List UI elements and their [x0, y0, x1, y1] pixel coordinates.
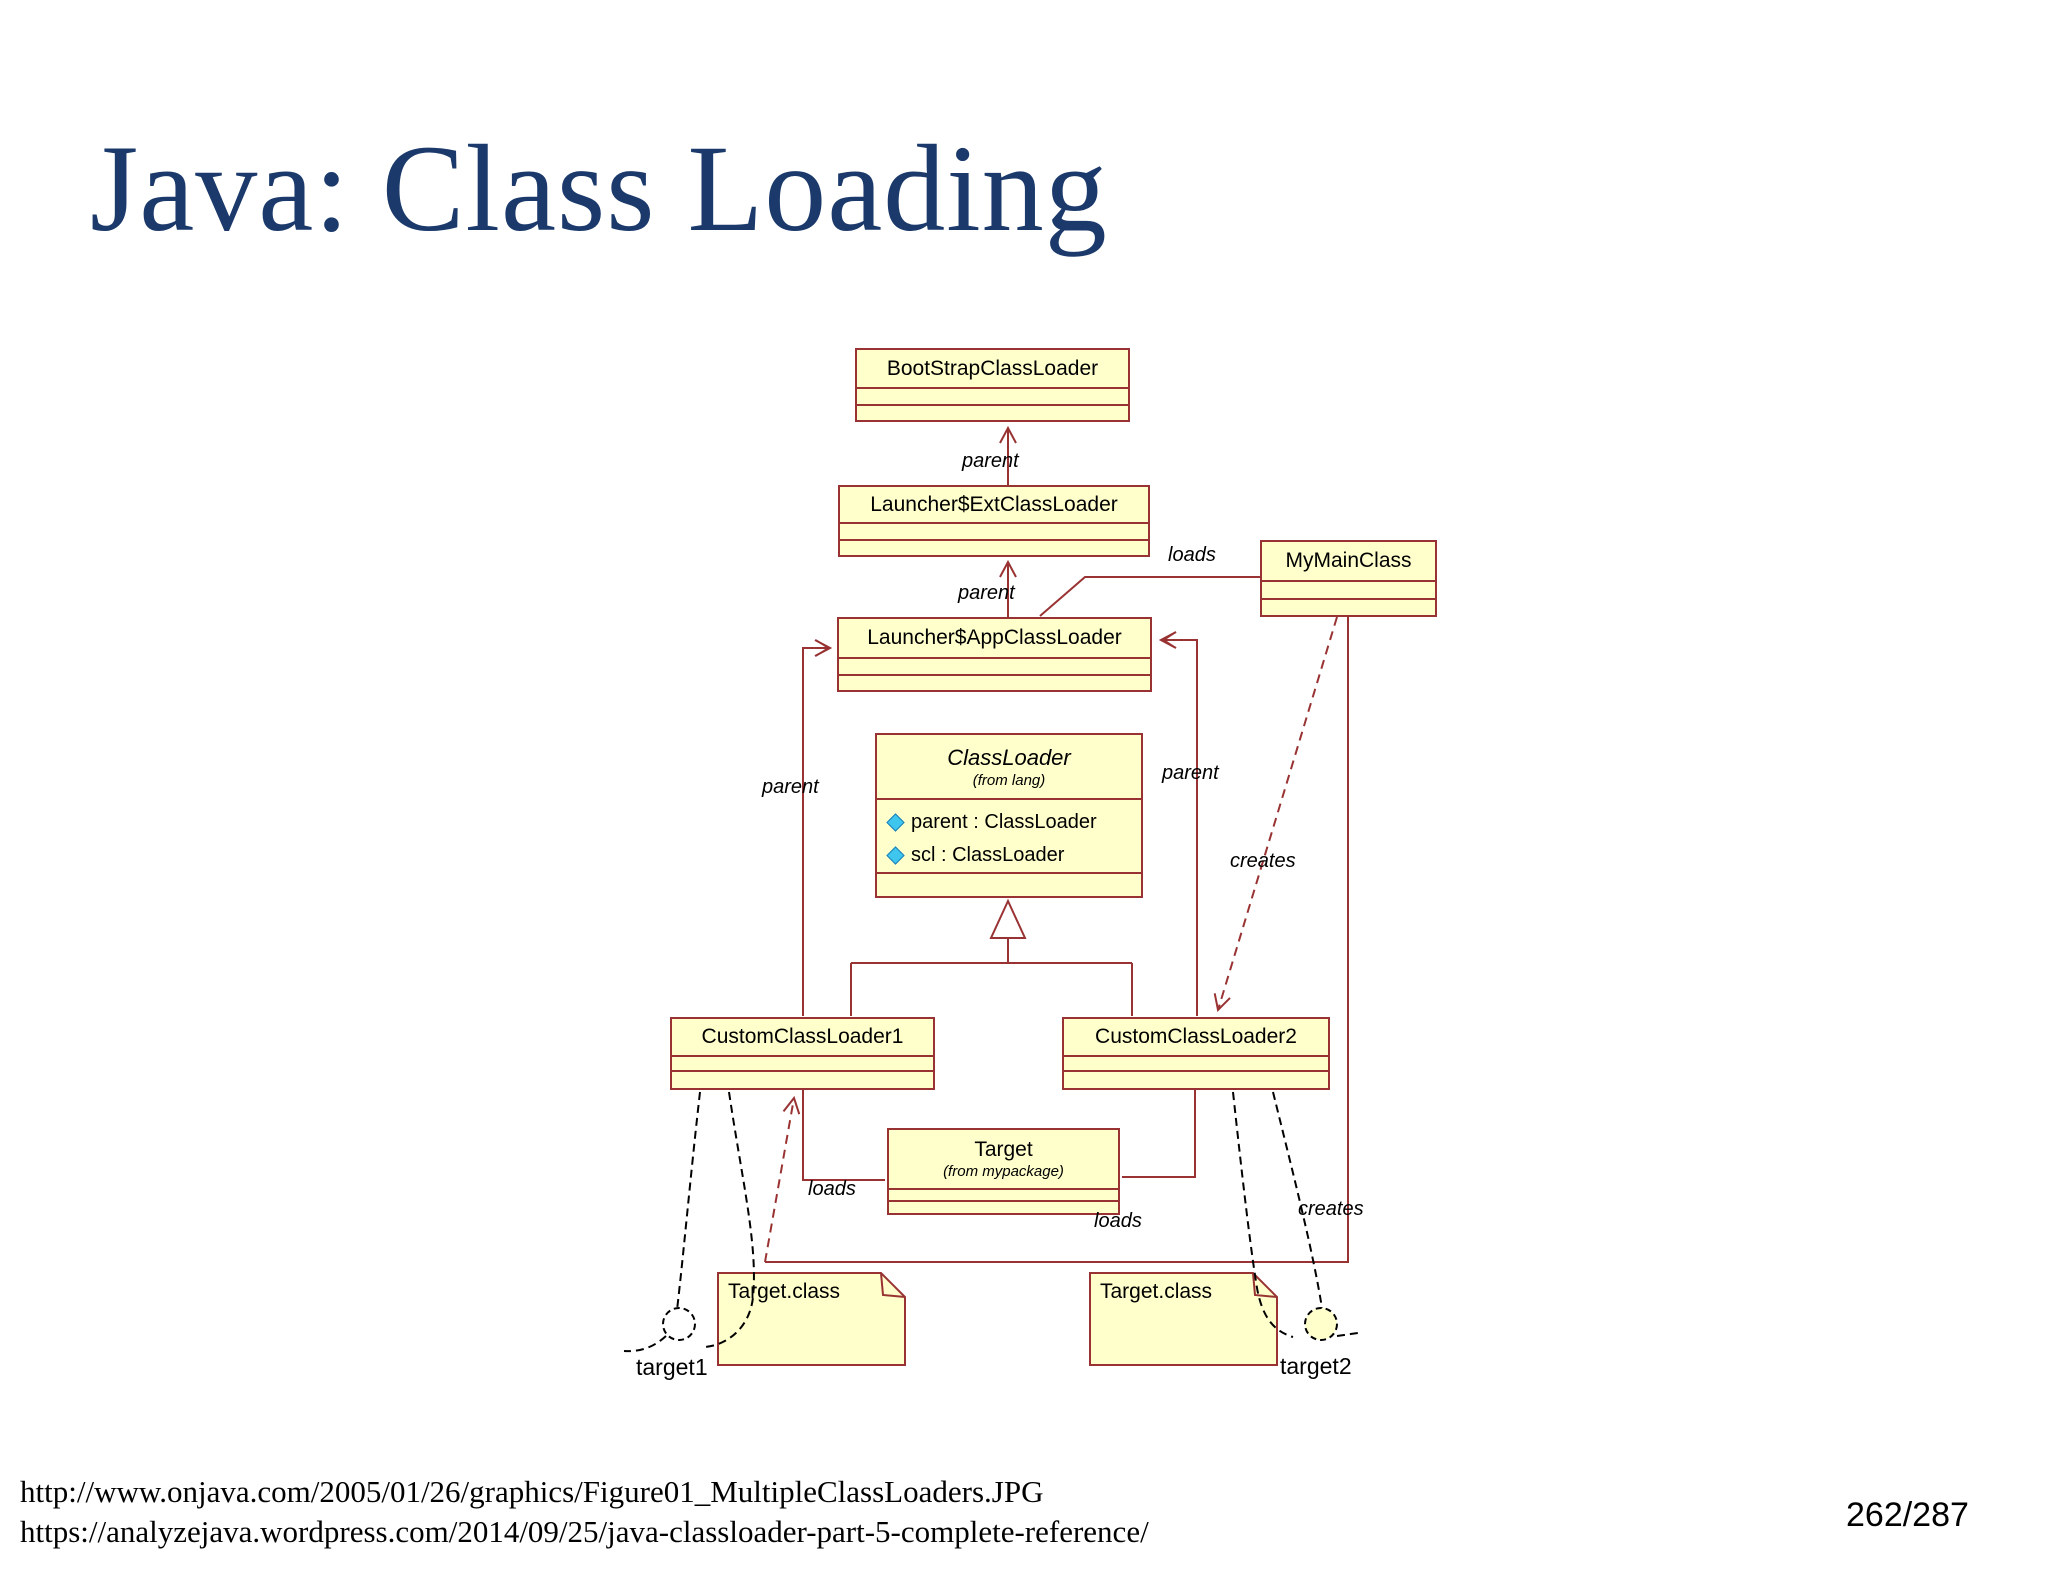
instance-circle-target1 — [662, 1307, 696, 1341]
class-attrs-empty — [672, 1057, 933, 1072]
class-attributes: parent : ClassLoader scl : ClassLoader — [877, 800, 1141, 874]
generalization-triangle — [989, 898, 1027, 939]
class-attrs-empty — [839, 659, 1150, 676]
class-name: Launcher$AppClassLoader — [839, 619, 1150, 659]
edge-creates-mymain-to-ccl2 — [1218, 616, 1338, 1010]
class-box-bootstrapclassloader: BootStrapClassLoader — [855, 348, 1130, 422]
page-number: 262/287 — [1846, 1496, 1969, 1534]
edge-loads-ccl2-to-target — [1122, 1090, 1196, 1178]
note-right-fold-icon — [1252, 1272, 1278, 1298]
anchor-ccl2-to-target2 — [1272, 1091, 1323, 1309]
attribute-diamond-icon — [886, 813, 905, 832]
class-box-target: Target (from mypackage) — [887, 1128, 1120, 1215]
attribute-diamond-icon — [886, 846, 905, 865]
edge-label-loads: loads — [1168, 544, 1216, 566]
class-attrs-empty — [857, 389, 1128, 406]
anchor-ccl1-to-target1 — [676, 1091, 701, 1311]
note-target-class-right — [1089, 1272, 1278, 1366]
note-label-target-class: Target.class — [728, 1280, 841, 1303]
attribute-row: parent : ClassLoader — [886, 806, 1141, 839]
class-name-compartment: Target (from mypackage) — [889, 1130, 1118, 1190]
class-stereotype: (from lang) — [972, 771, 1046, 789]
source-link-1: http://www.onjava.com/2005/01/26/graphic… — [20, 1474, 1044, 1509]
edge-label-creates: creates — [1230, 850, 1296, 872]
class-box-classloader: ClassLoader (from lang) parent : ClassLo… — [875, 733, 1143, 898]
edge-label-parent: parent — [762, 776, 819, 798]
attribute-text: parent : ClassLoader — [911, 811, 1097, 833]
class-box-launcher-extclassloader: Launcher$ExtClassLoader — [838, 485, 1150, 557]
class-ops-empty — [877, 874, 1141, 896]
edge-loads-ccl1-to-target — [802, 1090, 885, 1181]
note-label-target-class: Target.class — [1100, 1280, 1213, 1303]
class-attrs-empty — [889, 1190, 1118, 1202]
edge-loads-mymain-to-app — [1039, 576, 1260, 617]
class-name-compartment: ClassLoader (from lang) — [877, 735, 1141, 800]
edge-label-loads: loads — [1094, 1210, 1142, 1232]
class-name: CustomClassLoader1 — [672, 1019, 933, 1057]
class-box-launcher-appclassloader: Launcher$AppClassLoader — [837, 617, 1152, 692]
note-target-class-left — [717, 1272, 906, 1366]
edge-parent-ccl2-arrow-sketch — [1162, 631, 1177, 649]
class-attrs-empty — [1262, 582, 1435, 600]
edge-creates-mymain-to-ccl1-route — [765, 617, 1349, 1263]
edge-label-parent: parent — [962, 450, 1019, 472]
page-title: Java: Class Loading — [90, 120, 1108, 257]
attribute-row: scl : ClassLoader — [886, 839, 1141, 872]
class-box-customclassloader2: CustomClassLoader2 — [1062, 1017, 1330, 1090]
class-ops-empty — [1262, 600, 1435, 615]
class-name: Target — [974, 1138, 1033, 1161]
attribute-text: scl : ClassLoader — [911, 844, 1065, 866]
generalization-branches — [850, 938, 1133, 1016]
anchor-ccl2-to-note-right — [1232, 1091, 1294, 1338]
edge-label-loads: loads — [808, 1178, 856, 1200]
instance-circle-target2 — [1304, 1307, 1338, 1341]
class-ops-empty — [672, 1072, 933, 1088]
edge-parent-ccl1-arrow-sketch — [815, 639, 830, 657]
class-ops-empty — [1064, 1072, 1328, 1088]
class-name: Launcher$ExtClassLoader — [840, 487, 1148, 524]
class-name: ClassLoader — [947, 744, 1071, 770]
class-ops-empty — [889, 1202, 1118, 1213]
class-box-customclassloader1: CustomClassLoader1 — [670, 1017, 935, 1090]
edge-label-creates: creates — [1298, 1198, 1364, 1220]
class-box-mymainclass: MyMainClass — [1260, 540, 1437, 617]
instance-label-target2: target2 — [1280, 1353, 1352, 1379]
class-ops-empty — [839, 676, 1150, 690]
source-links: http://www.onjava.com/2005/01/26/graphic… — [20, 1472, 1149, 1552]
class-name: MyMainClass — [1262, 542, 1435, 582]
class-ops-empty — [857, 406, 1128, 420]
anchor-target1-tail — [623, 1335, 667, 1353]
edge-creates-mymain-to-ccl1-arrow — [764, 1098, 794, 1263]
class-name: CustomClassLoader2 — [1064, 1019, 1328, 1057]
edge-label-parent: parent — [1162, 762, 1219, 784]
source-link-2: https://analyzejava.wordpress.com/2014/0… — [20, 1514, 1149, 1549]
class-attrs-empty — [1064, 1057, 1328, 1072]
edge-parent-ccl1-to-app — [802, 648, 830, 1016]
instance-label-target1: target1 — [636, 1354, 708, 1380]
edge-parent-ccl2-to-app — [1161, 640, 1198, 1016]
anchor-target2-tail — [1336, 1332, 1359, 1337]
class-name: BootStrapClassLoader — [857, 350, 1128, 389]
class-attrs-empty — [840, 524, 1148, 541]
edge-label-parent: parent — [958, 582, 1015, 604]
class-stereotype: (from mypackage) — [943, 1163, 1064, 1180]
note-left-fold-icon — [880, 1272, 906, 1298]
class-ops-empty — [840, 541, 1148, 555]
